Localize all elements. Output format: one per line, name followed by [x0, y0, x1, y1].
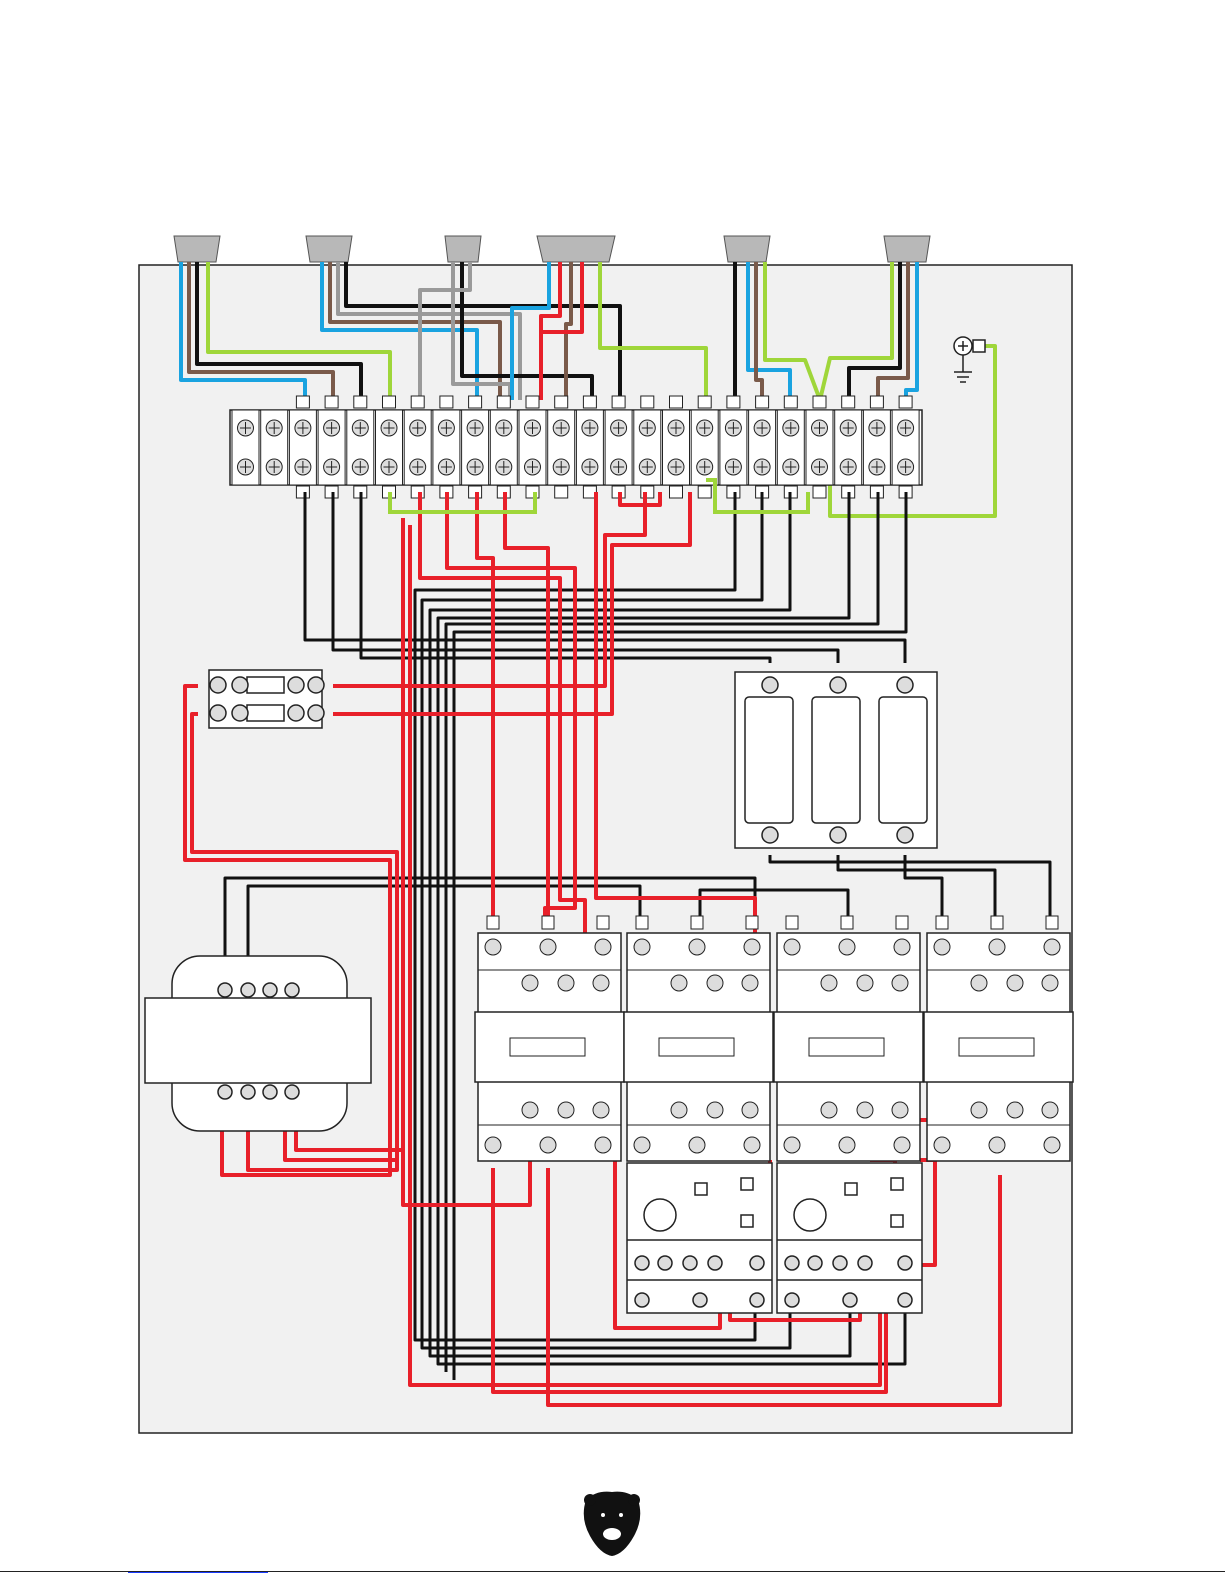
- terminal-block: [663, 396, 690, 498]
- terminal-block-strip: [230, 396, 922, 498]
- cable-gland: [537, 236, 615, 262]
- terminal-block: [232, 410, 259, 485]
- terminal-block: [749, 396, 776, 498]
- contactor: [924, 916, 1073, 1161]
- terminal-block: [490, 396, 517, 498]
- terminal-block: [318, 396, 345, 498]
- terminal-block: [806, 396, 833, 498]
- terminal-block: [261, 410, 288, 485]
- fuse-holder: [209, 670, 324, 728]
- contactor: [475, 916, 624, 1161]
- terminal-block: [404, 396, 431, 498]
- terminal-block: [863, 396, 890, 498]
- terminal-block: [634, 396, 661, 498]
- cable-gland: [724, 236, 770, 262]
- terminal-block: [605, 396, 632, 498]
- terminal-block: [576, 396, 603, 498]
- terminal-block: [720, 396, 747, 498]
- terminal-block: [835, 396, 862, 498]
- three-pole-fuse-block: [735, 672, 937, 848]
- footer-link[interactable]: [128, 1572, 268, 1573]
- terminal-block: [548, 396, 575, 498]
- cable-gland: [445, 236, 481, 262]
- terminal-block: [376, 396, 403, 498]
- control-transformer: [145, 956, 371, 1131]
- terminal-block: [433, 396, 460, 498]
- cable-gland: [884, 236, 930, 262]
- terminal-block: [347, 396, 374, 498]
- cable-gland: [174, 236, 220, 262]
- terminal-block: [462, 396, 489, 498]
- contactor: [624, 916, 773, 1161]
- contactor: [774, 916, 923, 1161]
- terminal-block: [777, 396, 804, 498]
- cable-glands: [174, 236, 930, 262]
- cable-gland: [306, 236, 352, 262]
- terminal-block: [519, 396, 546, 498]
- bear-logo-icon: [584, 1492, 641, 1556]
- terminal-block: [289, 396, 316, 498]
- terminal-block: [892, 396, 919, 498]
